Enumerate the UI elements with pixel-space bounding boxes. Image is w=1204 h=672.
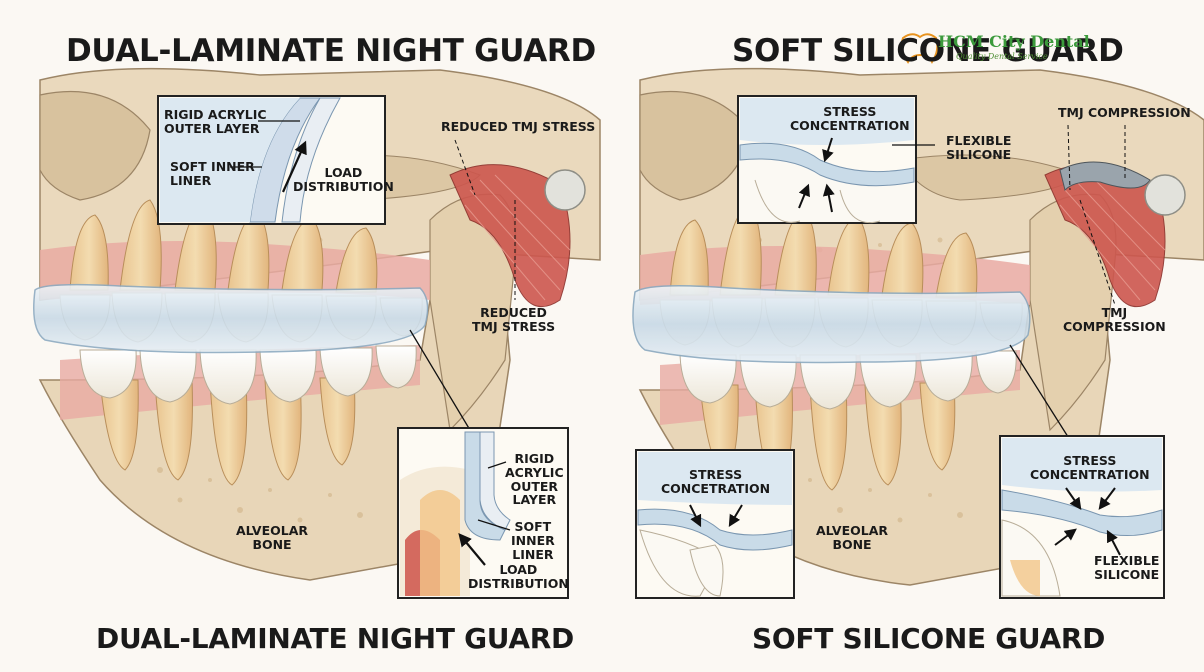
right-tmj-top-label: TMJ COMPRESSION	[1058, 106, 1191, 120]
left-night-guard	[34, 285, 428, 353]
right-inset3-flex-label: FLEXIBLE SILICONE	[1094, 554, 1159, 582]
left-inset2-rigid-label: RIGID ACRYLIC OUTER LAYER	[505, 452, 564, 507]
right-silicone-guard	[633, 286, 1030, 363]
right-bottom-title: SOFT SILICONE GUARD	[752, 624, 1105, 655]
left-bottom-title: DUAL-LAMINATE NIGHT GUARD	[96, 624, 574, 655]
right-inset2-stress-label: STRESS CONCETRATION	[661, 468, 770, 496]
left-inset2-load-label: LOAD DISTRIBUTION	[468, 563, 569, 591]
watermark-name: HCM City Dental	[938, 32, 1090, 51]
right-bone-label: ALVEOLAR BONE	[816, 524, 888, 552]
right-tmj-mid-label: TMJ COMPRESSION	[1063, 306, 1166, 334]
left-inset2-soft-label: SOFT INNER LINER	[511, 520, 555, 561]
left-inset-load-label: LOAD DISTRIBUTION	[293, 166, 394, 194]
watermark: HCM City Dental Quality Dental Service	[898, 32, 1083, 66]
right-inset-flex-label: FLEXIBLE SILICONE	[946, 134, 1011, 162]
left-tmj-mid-label: REDUCED TMJ STRESS	[472, 306, 555, 334]
left-inset-soft-label: SOFT INNER LINER	[170, 160, 255, 188]
left-bone-label: ALVEOLAR BONE	[236, 524, 308, 552]
watermark-tagline: Quality Dental Service	[956, 52, 1048, 61]
right-inset3-stress-label: STRESS CONCENTRATION	[1030, 454, 1150, 482]
left-inset-rigid-label: RIGID ACRYLIC OUTER LAYER	[164, 108, 267, 136]
left-tmj-top-label: REDUCED TMJ STRESS	[441, 120, 595, 134]
left-top-title: DUAL-LAMINATE NIGHT GUARD	[66, 34, 596, 68]
right-inset-stress-label: STRESS CONCENTRATION	[790, 105, 910, 133]
